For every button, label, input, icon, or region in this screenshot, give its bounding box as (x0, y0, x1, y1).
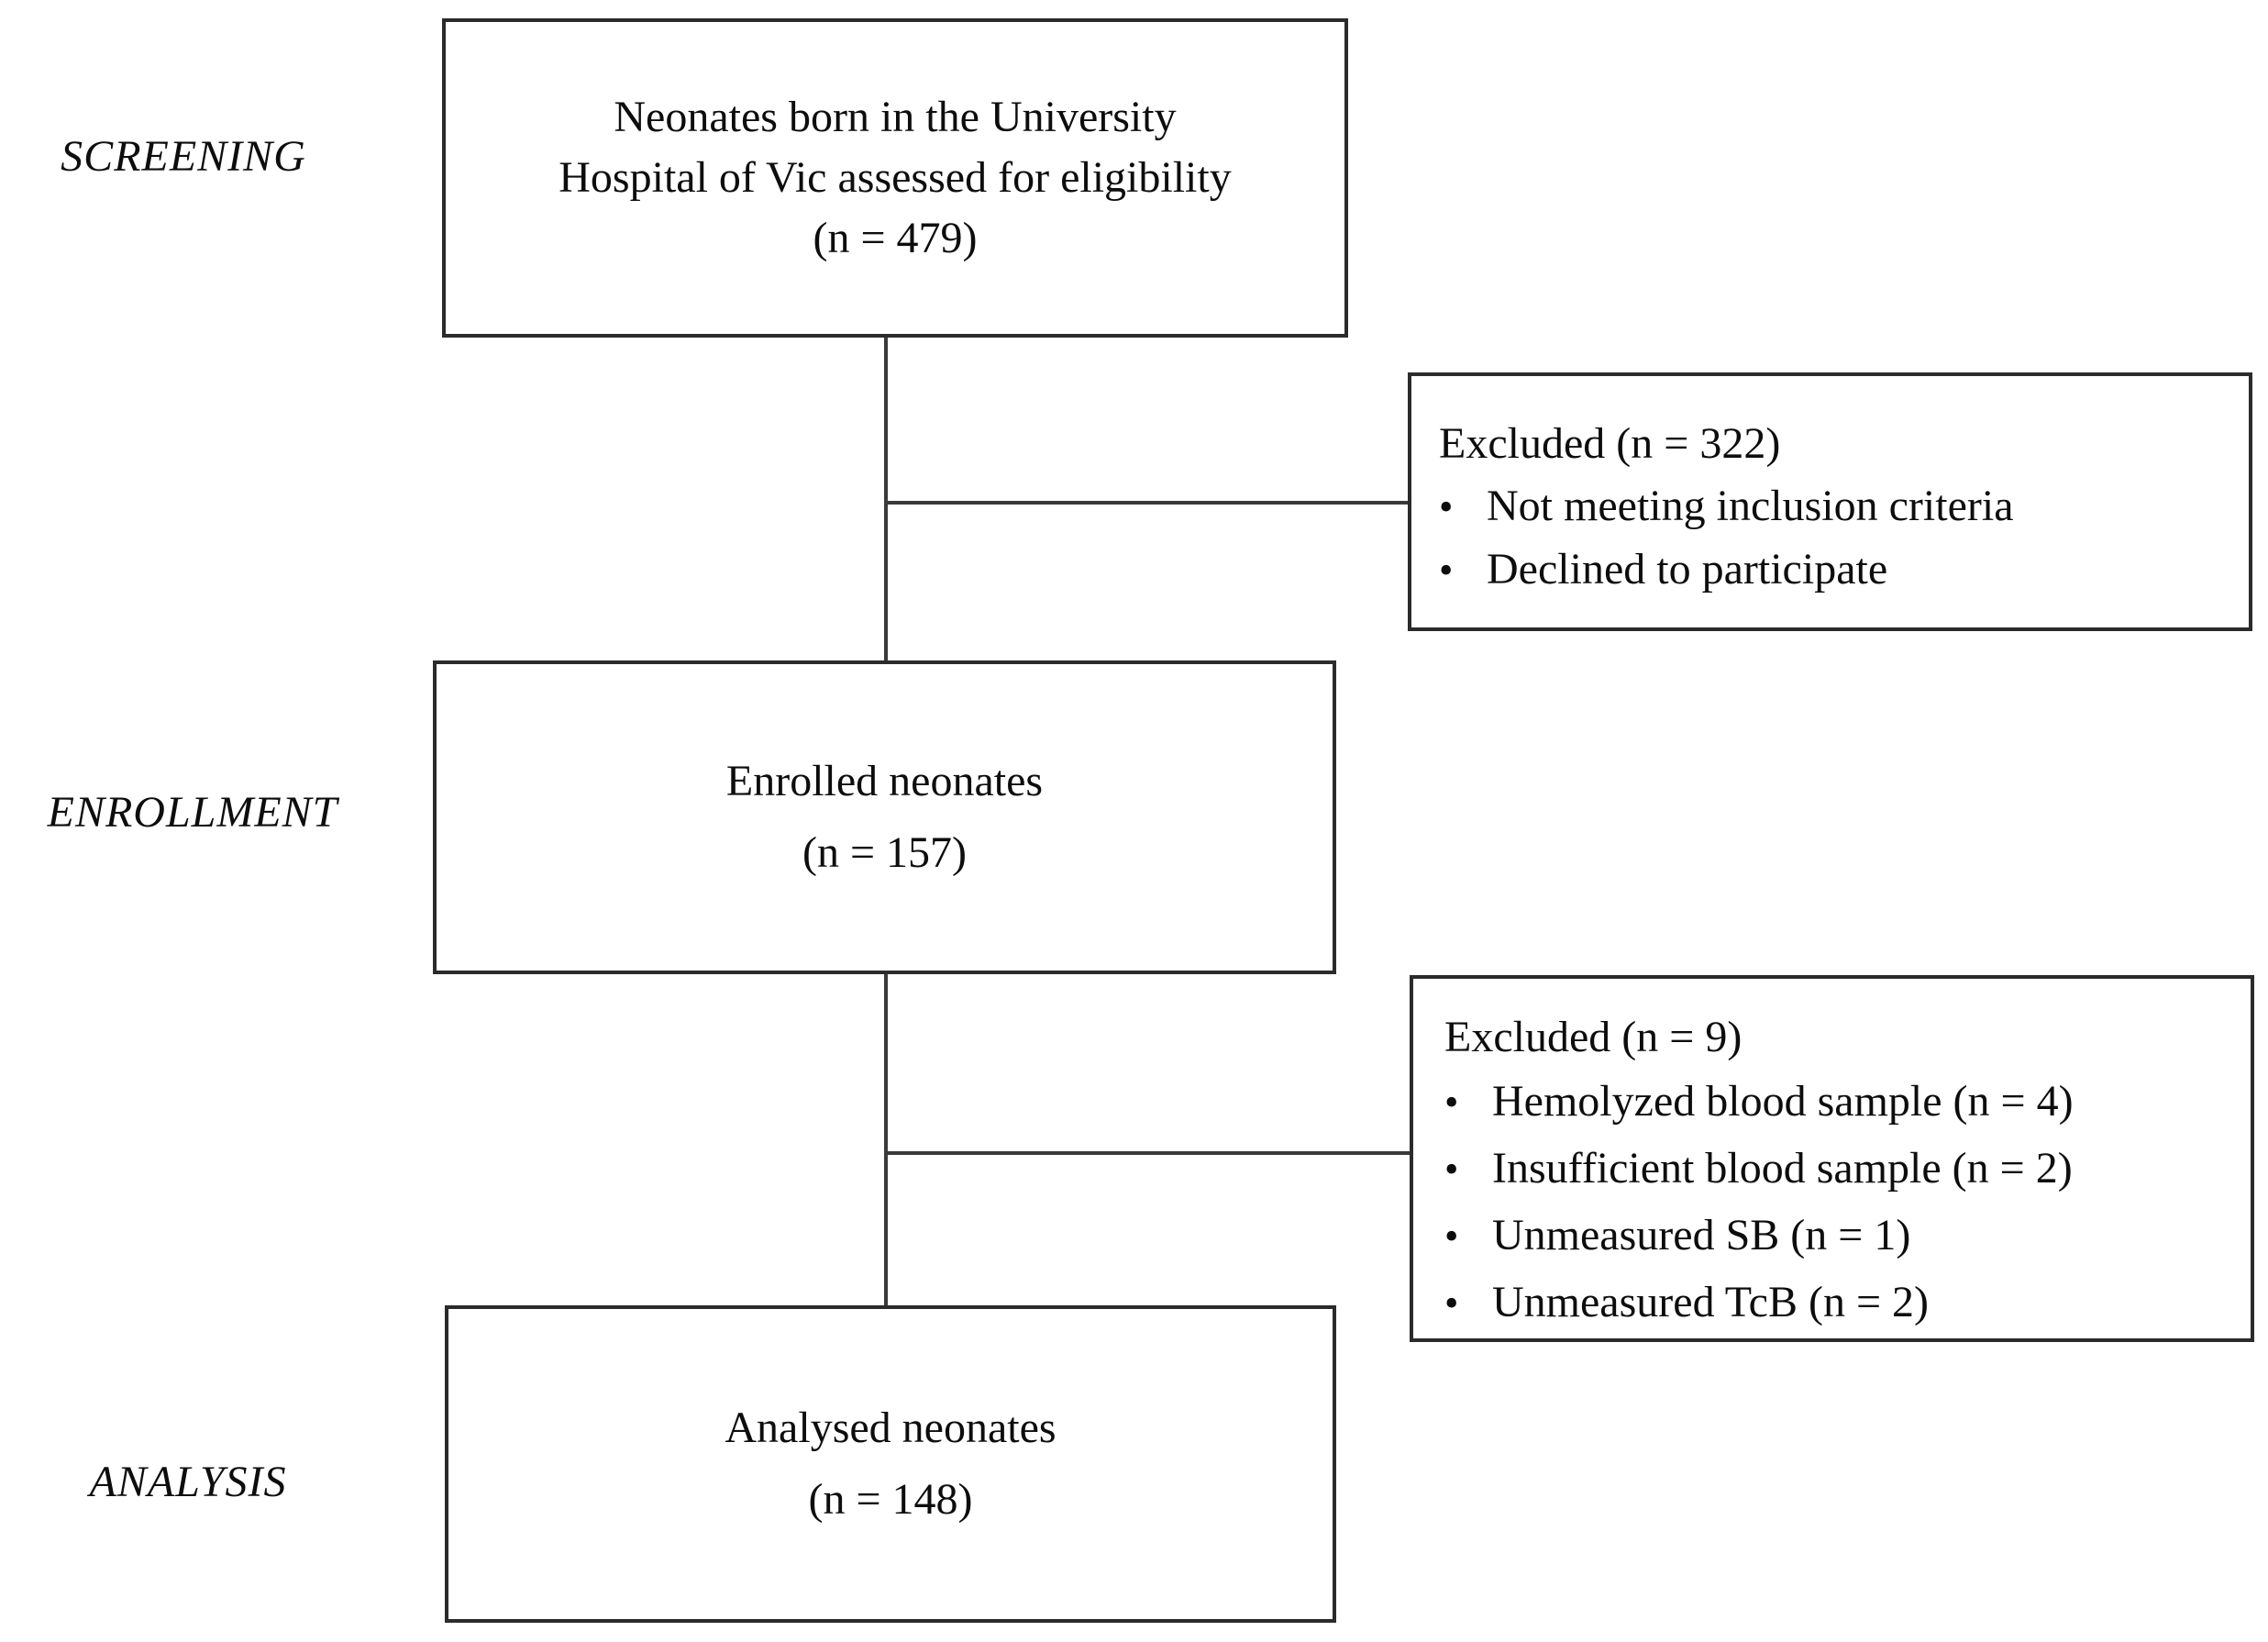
enrollment-box-line-1: Enrolled neonates (725, 757, 1044, 805)
enrollment-box: Enrolled neonates (n = 157) (433, 660, 1336, 974)
connector-screening-to-enrollment-line (884, 338, 888, 662)
bullet-icon: • (1444, 1281, 1459, 1326)
screening-box-count: (n = 479) (813, 214, 978, 262)
excluded-enrollment-item: • Unmeasured TcB (n = 2) (1444, 1270, 2232, 1337)
screening-box: Neonates born in the University Hospital… (442, 18, 1348, 338)
connector-enrollment-to-analysis-line (884, 974, 888, 1307)
excluded-enrollment-item-label: Unmeasured TcB (n = 2) (1492, 1278, 1930, 1326)
excluded-enrollment-item: • Insufficient blood sample (n = 2) (1444, 1136, 2232, 1203)
analysis-box: Analysed neonates (n = 148) (445, 1305, 1336, 1623)
bullet-icon: • (1444, 1214, 1459, 1259)
excluded-enrollment-item-label: Hemolyzed blood sample (n = 4) (1492, 1077, 2074, 1126)
branch-to-excluded-enrollment-line (886, 1151, 1410, 1155)
excluded-screening-list: • Not meeting inclusion criteria • Decli… (1439, 475, 2230, 602)
excluded-enrollment-item: • Unmeasured SB (n = 1) (1444, 1203, 2232, 1270)
stage-label-analysis: ANALYSIS (89, 1457, 287, 1506)
excluded-enrollment-box: Excluded (n = 9) • Hemolyzed blood sampl… (1410, 975, 2254, 1342)
excluded-enrollment-item-label: Unmeasured SB (n = 1) (1492, 1211, 1911, 1259)
excluded-screening-item: • Declined to participate (1439, 538, 2230, 602)
analysis-box-count: (n = 148) (808, 1475, 973, 1524)
enrollment-box-count: (n = 157) (802, 828, 968, 877)
bullet-icon: • (1439, 548, 1454, 593)
screening-box-line-1: Neonates born in the University (614, 93, 1177, 141)
bullet-icon: • (1444, 1080, 1459, 1125)
excluded-screening-title: Excluded (n = 322) (1439, 419, 1781, 468)
excluded-screening-box: Excluded (n = 322) • Not meeting inclusi… (1408, 372, 2252, 631)
excluded-enrollment-item: • Hemolyzed blood sample (n = 4) (1444, 1069, 2232, 1136)
screening-box-line-2: Hospital of Vic assessed for eligibility (559, 153, 1232, 202)
excluded-enrollment-item-label: Insufficient blood sample (n = 2) (1492, 1144, 2073, 1193)
excluded-screening-item: • Not meeting inclusion criteria (1439, 475, 2230, 538)
excluded-screening-item-label: Declined to participate (1487, 545, 1888, 594)
excluded-enrollment-list: • Hemolyzed blood sample (n = 4) • Insuf… (1444, 1069, 2232, 1337)
excluded-enrollment-title: Excluded (n = 9) (1444, 1013, 1742, 1061)
analysis-box-line-1: Analysed neonates (725, 1403, 1057, 1452)
excluded-screening-item-label: Not meeting inclusion criteria (1487, 482, 2014, 530)
bullet-icon: • (1439, 484, 1454, 529)
stage-label-enrollment: ENROLLMENT (47, 787, 338, 837)
stage-label-screening: SCREENING (61, 131, 306, 181)
branch-to-excluded-screening-line (886, 501, 1408, 505)
bullet-icon: • (1444, 1147, 1459, 1192)
